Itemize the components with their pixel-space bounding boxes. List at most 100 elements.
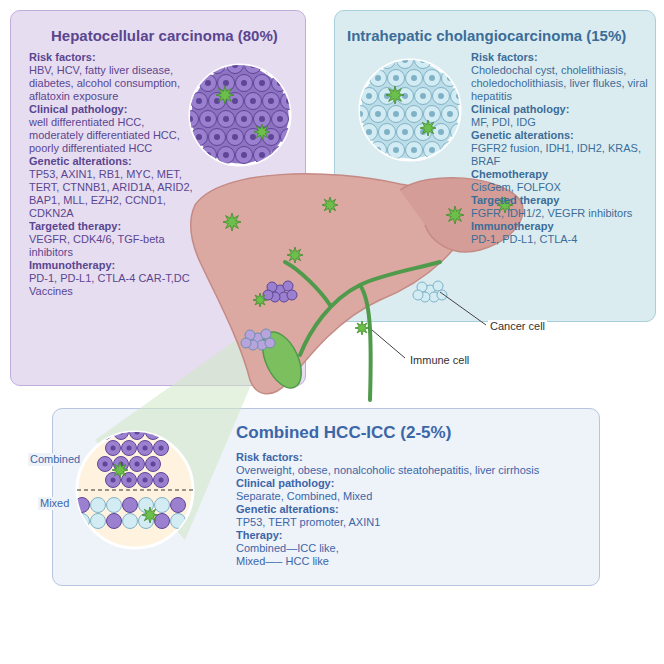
cell <box>379 124 396 141</box>
immune-cell <box>386 86 404 104</box>
cell <box>191 57 208 74</box>
cell-nucleus <box>232 98 238 104</box>
cell <box>200 147 217 164</box>
cell-nucleus <box>384 129 390 135</box>
section-heading: Therapy: <box>236 529 566 542</box>
cell-nucleus <box>357 147 363 153</box>
immune-cell <box>254 124 270 140</box>
cell-nucleus <box>375 75 381 81</box>
cell <box>91 498 106 513</box>
cell <box>123 514 138 529</box>
cell-nucleus <box>366 93 372 99</box>
cell-nucleus <box>447 111 453 117</box>
immune-cell <box>253 293 267 307</box>
panel-title: Combined HCC-ICC (2-5%) <box>236 423 451 443</box>
cell <box>352 142 369 159</box>
section-body: Separate, Combined, Mixed <box>236 490 566 503</box>
cell <box>106 473 121 488</box>
cell-nucleus <box>366 57 372 63</box>
panel-title: Hepatocellular carcinoma (80%) <box>51 27 278 44</box>
cell <box>138 473 153 488</box>
section-heading: Genetic alterations: <box>236 503 566 516</box>
section-body: CisGem, FOLFOX <box>471 181 651 194</box>
cell <box>245 57 262 74</box>
cell <box>361 124 378 141</box>
callout-label: Immune cell <box>408 354 471 367</box>
cell <box>91 514 106 529</box>
cell-nucleus <box>151 430 156 435</box>
section-heading: Chemotherapy <box>471 168 651 181</box>
cell-nucleus <box>429 111 435 117</box>
cell-nucleus <box>357 111 363 117</box>
section-body: TP53, AXIN1, RB1, MYC, MET, TERT, CTNNB1… <box>29 168 197 220</box>
cell <box>397 124 414 141</box>
cell-nucleus <box>205 152 211 158</box>
section-body: PD-1, PD-L1, CTLA-4 <box>471 233 651 246</box>
tumor-cell <box>241 338 251 348</box>
cell <box>107 498 122 513</box>
callout-label: Cancer cell <box>488 320 547 333</box>
section-heading: Clinical pathology: <box>29 103 197 116</box>
cell-nucleus <box>205 116 211 122</box>
cell-nucleus <box>196 134 202 140</box>
cell-nucleus <box>277 80 283 86</box>
immune-cell <box>223 213 241 231</box>
section-body: TP53, TERT promoter, AXIN1 <box>236 516 566 529</box>
cell <box>218 111 235 128</box>
cell-nucleus <box>456 93 462 99</box>
section-heading: Genetic alterations: <box>471 129 651 142</box>
cell-nucleus <box>277 152 283 158</box>
immune-cell <box>216 86 234 104</box>
cell <box>281 93 298 110</box>
cell-nucleus <box>384 57 390 63</box>
tumor-cell <box>265 338 275 348</box>
cell <box>245 93 262 110</box>
cell-nucleus <box>438 129 444 135</box>
text-column: Risk factors:Choledochal cyst, cholelith… <box>471 51 651 246</box>
cell-nucleus <box>375 111 381 117</box>
cell <box>442 70 459 87</box>
zoom-label: Mixed <box>38 497 71 510</box>
section-heading: Targeted therapy <box>471 194 651 207</box>
section-heading: Targeted therapy: <box>29 220 197 233</box>
cell-nucleus <box>250 98 256 104</box>
zoom-label: Combined <box>28 453 82 466</box>
cell <box>352 70 369 87</box>
immune-cell <box>446 206 464 224</box>
cell <box>75 498 90 513</box>
cell <box>272 111 289 128</box>
cell-nucleus <box>103 462 108 467</box>
combined-zoom <box>77 432 193 548</box>
cell <box>254 147 271 164</box>
cell <box>406 142 423 159</box>
cell-nucleus <box>143 446 148 451</box>
cell-nucleus <box>429 75 435 81</box>
cell-nucleus <box>111 446 116 451</box>
cell-nucleus <box>250 62 256 68</box>
cell <box>281 57 298 74</box>
cell-nucleus <box>196 98 202 104</box>
cell <box>98 425 113 440</box>
cell <box>263 93 280 110</box>
cell <box>379 52 396 69</box>
panel-title: Intrahepatic cholangiocarcinoma (15%) <box>347 27 626 44</box>
cell-nucleus <box>223 152 229 158</box>
cell <box>254 75 271 92</box>
cell <box>182 147 199 164</box>
cell-nucleus <box>223 80 229 86</box>
cell-nucleus <box>241 152 247 158</box>
cell <box>415 52 432 69</box>
cell-nucleus <box>429 147 435 153</box>
cell-nucleus <box>393 147 399 153</box>
cell-nucleus <box>196 62 202 68</box>
cell-nucleus <box>259 116 265 122</box>
cell <box>352 106 369 123</box>
tumor-cell <box>287 290 297 300</box>
cell <box>236 75 253 92</box>
bile-duct <box>285 262 440 400</box>
cell-nucleus <box>151 462 156 467</box>
cell <box>424 142 441 159</box>
section-body: VEGFR, CDK4/6, TGF-beta inhibitors <box>29 233 197 259</box>
cell-nucleus <box>232 134 238 140</box>
cell-nucleus <box>456 57 462 63</box>
